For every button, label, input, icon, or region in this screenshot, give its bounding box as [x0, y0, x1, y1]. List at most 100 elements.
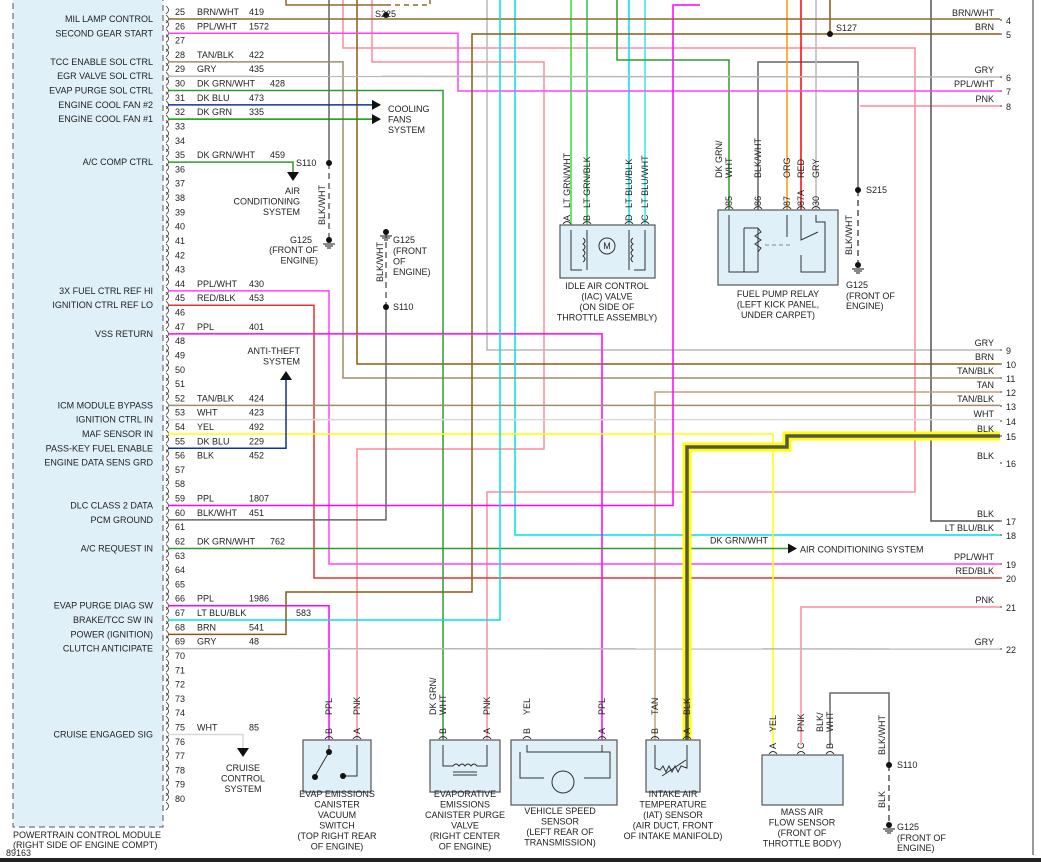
pin-terminal-icon [650, 736, 660, 740]
ground-g125-label: G125 [393, 235, 415, 245]
pin-number: 35 [175, 150, 185, 160]
component-wire-color: YEL [768, 715, 778, 732]
component-pin-label: A [352, 728, 362, 734]
pin-function-label: MIL LAMP CONTROL [65, 14, 153, 24]
cruise-control-system-label: CONTROL [221, 774, 265, 784]
right-terminal-wire-color: BLK [977, 451, 994, 461]
right-terminal-number: 15 [1006, 432, 1016, 442]
iat-title: INTAKE AIR [649, 789, 698, 799]
pin-number: 73 [175, 694, 185, 704]
pin-function-label: 3X FUEL CTRL REF HI [59, 286, 153, 296]
component-wire-color: DK GRN/ [714, 140, 724, 178]
connector-cavity-icon [165, 120, 169, 138]
pin-circuit-number: 422 [249, 50, 264, 60]
iat-title: (AIR DUCT, FRONT [633, 821, 714, 831]
relay-title: FUEL PUMP RELAY [737, 289, 819, 299]
pin-circuit-number: 459 [270, 150, 285, 160]
motor-icon [598, 237, 616, 255]
pin-wire-color: PPL [197, 322, 214, 332]
pin-number: 61 [175, 522, 185, 532]
iac-title: THROTTLE ASSEMBLY) [557, 313, 657, 323]
component-pin-label: C [640, 214, 650, 221]
cruise-control-system-label: SYSTEM [224, 784, 261, 794]
maf-component [761, 754, 844, 806]
pin-wire-color: YEL [197, 422, 214, 432]
pin-wire-color: DK GRN/WHT [197, 150, 255, 160]
component-pin-label: 85 [724, 196, 734, 206]
pin-circuit-number: 428 [270, 79, 285, 89]
pin-number: 80 [175, 794, 185, 804]
evap_switch-title: CANISTER [314, 800, 360, 810]
pin-function-label: ENGINE COOL FAN #2 [58, 100, 153, 110]
component-wire-color: PPL [324, 698, 334, 715]
connector-cavity-icon [165, 520, 169, 539]
right-terminal-number: 12 [1006, 388, 1016, 398]
right-terminal-number: 21 [1006, 603, 1016, 613]
connector-cavity-icon [165, 134, 169, 153]
right-terminal-wire-color: TAN/BLK [957, 366, 994, 376]
vss-title: SENSOR [541, 817, 580, 827]
connector-cavity-icon [165, 678, 169, 696]
component-wire-color: PNK [482, 696, 492, 715]
purge_valve-title: EMISSIONS [440, 800, 490, 810]
switch-contact [340, 773, 346, 779]
pin-number: 47 [175, 322, 185, 332]
pin-function-label: MAF SENSOR IN [82, 429, 153, 439]
component-wire-color: DK GRN/ [428, 677, 438, 715]
component-wire-color: LT GRN/BLK [582, 156, 592, 208]
purge_valve-title: CANISTER PURGE [425, 810, 505, 820]
pin-number: 52 [175, 393, 185, 403]
right-terminal-wire-color: PPL/WHT [954, 79, 995, 89]
wire-maf-c [800, 606, 1000, 745]
wire-pin-55 [168, 380, 287, 450]
cooling-fans-system-label: FANS [388, 115, 412, 125]
right-terminal-wire-color: PNK [975, 94, 994, 104]
pin-function-label: ENGINE COOL FAN #1 [58, 114, 153, 124]
iac-title: (IAC) VALVE [581, 292, 632, 302]
pin-number: 74 [175, 708, 185, 718]
pin-function-label: ENGINE DATA SENS GRD [44, 458, 153, 468]
component-pin-label: 87A [796, 190, 806, 206]
right-terminal-wire-color: BRN [975, 22, 994, 32]
right-terminal-wire-color: LT BLU/BLK [945, 523, 994, 533]
connector-cavity-icon [165, 363, 169, 382]
component-wire-color: WHT [438, 694, 448, 715]
ground-icon [383, 229, 389, 235]
pin-number: 55 [175, 436, 185, 446]
pin-number: 28 [175, 50, 185, 60]
pin-number: 53 [175, 408, 185, 418]
pin-number: 72 [175, 680, 185, 690]
wire-pin-28 [168, 61, 1000, 379]
pin-number: 68 [175, 622, 185, 632]
pin-circuit-number: 1572 [249, 21, 269, 31]
right-terminal-number: 6 [1006, 73, 1011, 83]
pin-function-label: IGNITION CTRL IN [76, 415, 153, 425]
connector-cavity-icon [165, 764, 169, 782]
switch-contact [326, 749, 332, 755]
connector-cavity-icon [165, 34, 169, 52]
right-terminal-number: 9 [1006, 346, 1011, 356]
pin-terminal-icon [724, 206, 734, 210]
cooling-fans-system-label: COOLING [388, 104, 430, 114]
pin-wire-color: DK GRN/WHT [197, 536, 255, 546]
right-terminal-wire-color: BRN [975, 352, 994, 362]
pin-terminal-icon [753, 206, 763, 210]
ac-system-label: CONDITIONING [234, 197, 301, 207]
pin-function-label: BRAKE/TCC SW IN [73, 615, 153, 625]
component-wire-color: GRY [811, 159, 821, 178]
thermistor-icon [654, 745, 688, 777]
right-terminal-wire-color: RED/BLK [955, 566, 994, 576]
connector-cavity-icon [165, 663, 169, 682]
right-terminal-number: 13 [1006, 402, 1016, 412]
ground-location-label: ENGINE) [280, 256, 318, 266]
component-wire-color: RED [796, 158, 806, 178]
component-pin-label: 86 [753, 196, 763, 206]
pin-function-label: A/C COMP CTRL [83, 157, 153, 167]
pin-number: 76 [175, 737, 185, 747]
arrow-right-icon [372, 114, 381, 125]
pin-number: 39 [175, 207, 185, 217]
pin-terminal-icon [482, 736, 492, 740]
pin-circuit-number: 583 [296, 608, 311, 618]
maf-title: MASS AIR [781, 807, 824, 817]
